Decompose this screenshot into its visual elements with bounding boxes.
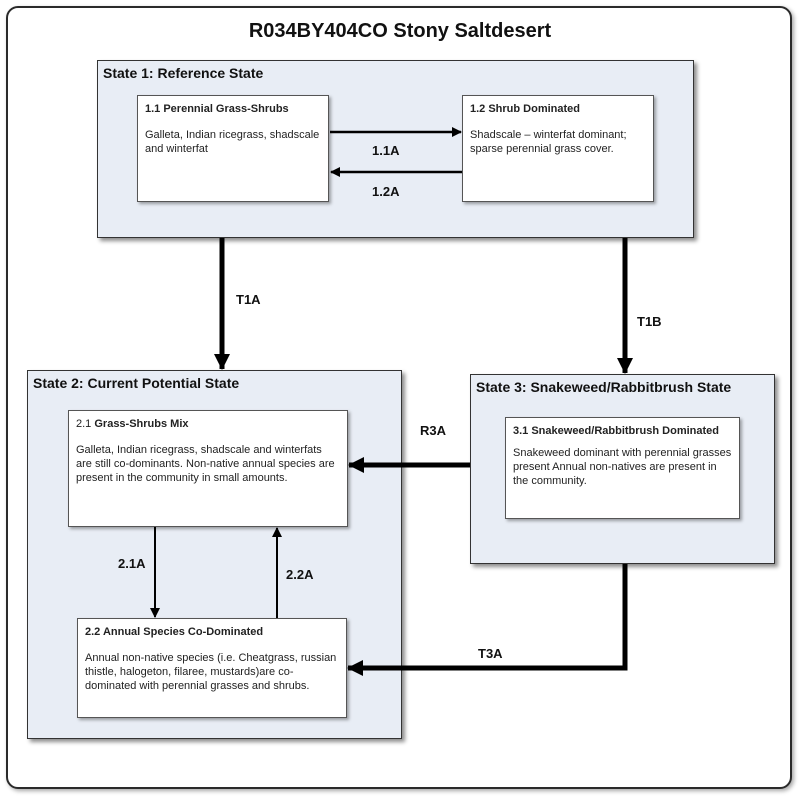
label-2-1a: 2.1A [118,556,146,571]
label-t1b: T1B [637,314,662,329]
phase-2-1-box: 2.1 Grass-Shrubs Mix Galleta, Indian ric… [68,410,348,527]
phase-1-1-desc: Galleta, Indian ricegrass, shadscale and… [145,129,320,155]
label-1-2a: 1.2A [372,184,400,199]
diagram-title: R034BY404CO Stony Saltdesert [248,20,552,42]
state-2-label: State 2: Current Potential State [33,375,240,391]
label-r3a: R3A [420,423,447,438]
phase-1-2-box: 1.2 Shrub Dominated Shadscale – winterfa… [462,95,654,202]
phase-2-1-title: 2.1 Grass-Shrubs Mix [76,417,340,431]
phase-1-1-title: 1.1 Perennial Grass-Shrubs [145,103,289,115]
phase-2-2-box: 2.2 Annual Species Co-Dominated Annual n… [77,618,347,718]
phase-2-1-number: 2.1 [76,418,92,430]
phase-2-2-desc: Annual non-native species (i.e. Cheatgra… [85,652,337,692]
phase-3-1-title: 3.1 Snakeweed/Rabbitbrush Dominated [513,425,719,437]
phase-1-1-box: 1.1 Perennial Grass-Shrubs Galleta, Indi… [137,95,329,202]
label-1-1a: 1.1A [372,143,400,158]
label-2-2a: 2.2A [286,567,314,582]
phase-3-1-box: 3.1 Snakeweed/Rabbitbrush Dominated Snak… [505,417,740,519]
phase-1-2-title: 1.2 Shrub Dominated [470,103,581,115]
phase-2-1-name: Grass-Shrubs Mix [94,418,189,430]
label-t3a: T3A [478,646,503,661]
state-1-label: State 1: Reference State [103,65,264,81]
state-3-label: State 3: Snakeweed/Rabbitbrush State [476,379,732,395]
label-t1a: T1A [236,292,261,307]
phase-1-2-desc: Shadscale – winterfat dominant; sparse p… [470,129,627,155]
phase-2-2-title: 2.2 Annual Species Co-Dominated [85,626,264,638]
phase-3-1-desc: Snakeweed dominant with perennial grasse… [513,447,732,487]
phase-2-1-desc: Galleta, Indian ricegrass, shadscale and… [76,444,335,484]
